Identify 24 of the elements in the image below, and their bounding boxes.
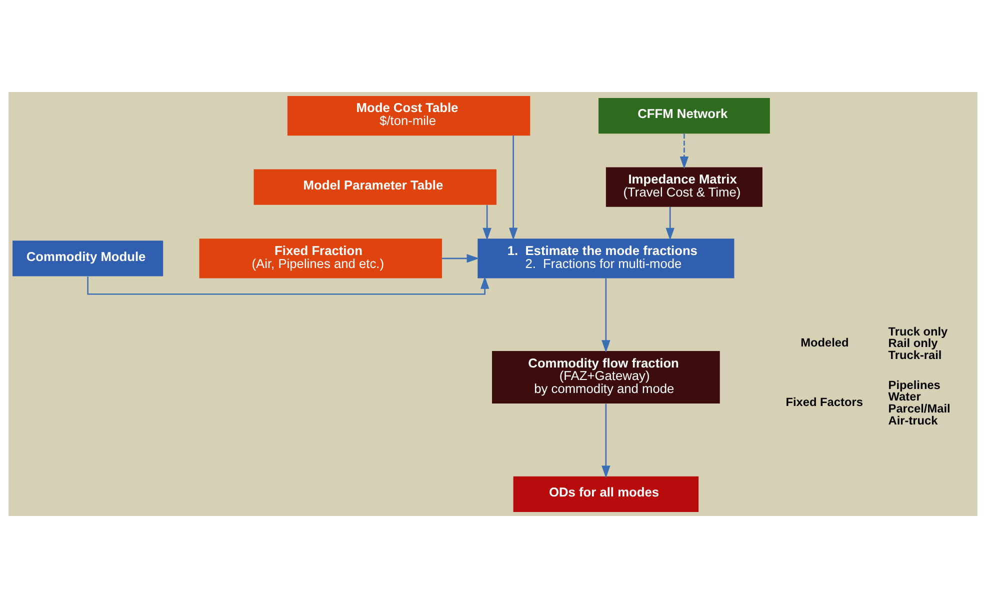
node-box: CFFM Network [598, 97, 770, 134]
node-box: Fixed Fraction (Air, Pipelines and etc.) [199, 238, 442, 278]
label: Rail only [888, 336, 938, 350]
arrow [482, 204, 492, 240]
label: Fixed Factors [786, 394, 863, 409]
arrow [508, 135, 518, 240]
arrow [666, 206, 674, 240]
node-box: Mode Cost Table $/ton-mile [287, 95, 530, 136]
label: Pipelines [888, 377, 940, 392]
node-box: Model Parameter Table [254, 168, 496, 204]
label: Parcel/Mail [888, 401, 950, 416]
arrow [680, 133, 689, 169]
arrow [602, 278, 610, 352]
node-box: Impedance Matrix (Travel Cost & Time) [606, 166, 762, 206]
label: Air-truck [888, 412, 938, 427]
node-box: Commodity Module [12, 240, 164, 276]
node-box: 1. Estimate the mode fractions 2. Fractions for multi-mode [478, 238, 734, 278]
node-box: Commodity flow fraction (FAZ+Gateway) by commodity and mode [492, 350, 720, 404]
arrow [87, 276, 490, 294]
arrow [602, 403, 610, 478]
node-box: ODs for all modes [513, 476, 699, 512]
label: Modeled [800, 335, 849, 350]
label: Truck only [888, 324, 948, 338]
arrow [442, 254, 480, 262]
